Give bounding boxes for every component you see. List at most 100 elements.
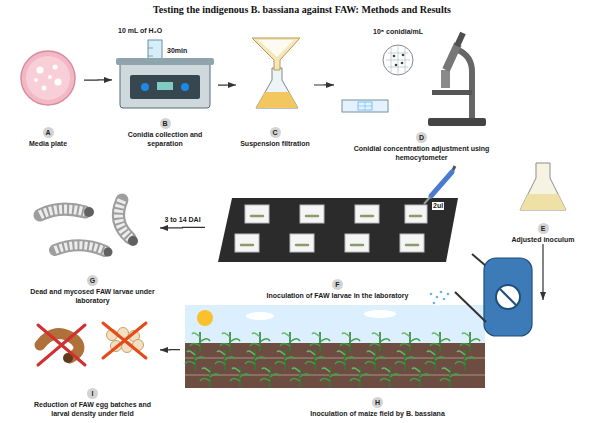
maize-field	[395, 350, 415, 370]
step-caption: Dead and mycosed FAW larvae under labora…	[25, 288, 160, 305]
flow-arrow	[218, 84, 236, 85]
larvae-tray	[345, 234, 369, 252]
magnified-conidia	[383, 45, 413, 75]
knapsack-sprayer	[430, 293, 433, 296]
maize-field	[275, 350, 295, 370]
magnified-conidia	[401, 62, 404, 65]
maize-field	[400, 332, 420, 352]
step-caption: Inoculation of maize field by B. bassian…	[309, 410, 446, 418]
annotation-label: 2ul	[432, 202, 444, 210]
step-panel: BConidia collection and separation	[112, 40, 218, 148]
maize-field	[425, 350, 445, 370]
maize-field	[460, 332, 480, 352]
maize-field	[220, 332, 240, 352]
larvae-tray	[355, 205, 379, 223]
maize-field	[350, 367, 370, 387]
magnified-conidia	[383, 45, 413, 75]
petri-dish	[48, 75, 52, 79]
hemocytometer-slide	[342, 100, 388, 112]
flow-arrow	[84, 79, 112, 80]
knapsack-sprayer	[496, 285, 520, 309]
magnified-conidia	[395, 64, 398, 67]
step-caption: Conidial concentration adjustment using …	[334, 145, 509, 162]
step-panel: IReduction of FAW egg batches and larval…	[25, 310, 160, 418]
knapsack-sprayer	[433, 302, 436, 305]
larvae-tray	[241, 216, 421, 245]
larvae-tray	[245, 205, 269, 223]
step-letter: F	[332, 279, 343, 290]
step-letter: A	[43, 127, 54, 138]
petri-dish	[26, 56, 70, 100]
hemocytometer-slide	[358, 102, 372, 110]
knapsack-sprayer	[443, 298, 446, 301]
microscope	[446, 44, 458, 70]
annotation-label: 10 mL of H₂O	[117, 27, 163, 35]
step-panel: FInoculation of FAW larvae in the labora…	[205, 168, 470, 300]
step-panel: EAdjusted inoculum	[508, 160, 578, 244]
larvae-tray	[235, 234, 259, 252]
knapsack-sprayer	[500, 289, 516, 305]
petri-dish	[42, 86, 47, 91]
step-panel: CSuspension filtration	[236, 36, 314, 148]
reduced-larva-eggs	[38, 323, 146, 365]
knapsack-sprayer	[430, 254, 532, 336]
mycosed-larvae	[55, 245, 105, 251]
maize-field	[290, 367, 310, 387]
hemocytometer-slide	[358, 102, 372, 110]
maize-field	[246, 312, 274, 320]
maize-field	[365, 350, 385, 370]
petri-dish	[21, 51, 75, 105]
larvae-tray	[300, 205, 324, 223]
step-letter: E	[538, 223, 549, 234]
maize-field	[455, 350, 475, 370]
maize-field	[440, 367, 460, 387]
pipette	[431, 172, 452, 196]
knapsack-sprayer	[436, 296, 439, 299]
magnified-conidia	[386, 46, 410, 74]
maize-field	[197, 310, 213, 326]
reduced-larva-eggs	[103, 323, 146, 358]
petri-dish	[37, 67, 44, 74]
mycosed-larvae	[104, 248, 113, 257]
maize-field	[185, 350, 205, 370]
maize-field	[320, 367, 340, 387]
larvae-tray	[218, 198, 458, 262]
annotation-label: 10⁸ conidia/mL	[372, 28, 424, 36]
mycosed-larvae	[40, 209, 85, 215]
ultrasonic-bath	[120, 62, 210, 108]
maize-field	[250, 332, 270, 352]
microscope	[457, 33, 463, 46]
maize-field	[280, 332, 300, 352]
step-letter: C	[270, 127, 281, 138]
ultrasonic-bath	[116, 58, 214, 65]
microscope	[428, 33, 486, 126]
knapsack-sprayer	[440, 291, 443, 294]
maize-field	[260, 367, 280, 387]
maize-field	[370, 332, 390, 352]
step-panel: G Dead and mycosed FAW larvae under labor…	[25, 190, 160, 305]
reduced-larva-eggs	[38, 325, 85, 365]
petri-dish	[34, 78, 38, 82]
maize-field	[200, 367, 220, 387]
larvae-tray	[405, 205, 427, 223]
larvae-tray	[400, 234, 424, 252]
ultrasonic-bath	[130, 75, 200, 99]
maize-field	[310, 332, 330, 352]
maize-field	[364, 310, 396, 318]
maize-field	[185, 358, 485, 375]
mycosed-larvae	[128, 236, 138, 246]
step-letter: H	[372, 397, 383, 408]
step-letter: G	[87, 275, 98, 286]
filter-funnel-flask	[258, 40, 294, 57]
knapsack-sprayer	[447, 293, 450, 296]
flow-arrow	[542, 244, 543, 300]
maize-field	[185, 305, 485, 388]
petri-dish	[55, 79, 62, 86]
step-letter: I	[87, 388, 98, 399]
mycosed-larvae	[40, 200, 138, 257]
petri-dish	[21, 51, 75, 105]
inoculum-flask	[520, 163, 566, 210]
